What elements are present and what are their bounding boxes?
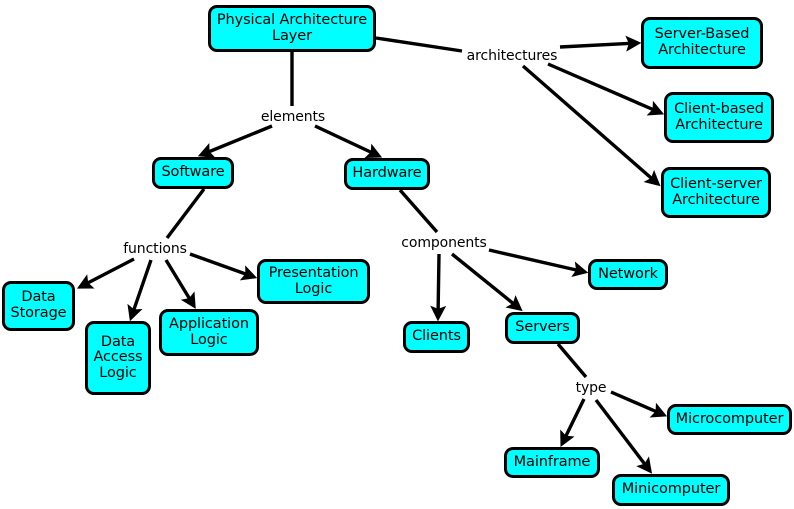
edge-label-elements: elements xyxy=(260,109,326,125)
edge-elements-to-software xyxy=(197,124,273,158)
node-hardware[interactable]: Hardware xyxy=(344,158,430,190)
node-data-storage[interactable]: Data Storage xyxy=(2,281,75,331)
edge-architectures-to-server-based xyxy=(559,35,642,52)
edge-type-to-microcomputer xyxy=(610,390,668,418)
edge-software-to-functions xyxy=(165,187,206,240)
node-data-access-logic[interactable]: Data Access Logic xyxy=(85,321,151,395)
edge-functions-to-data-storage xyxy=(76,257,135,289)
edge-servers-to-type xyxy=(556,342,588,379)
edge-functions-to-presentation xyxy=(189,252,258,281)
node-application-logic[interactable]: Application Logic xyxy=(159,309,259,356)
node-server-based-architecture[interactable]: Server-Based Architecture xyxy=(641,17,763,69)
edge-label-type: type xyxy=(575,380,607,396)
node-network[interactable]: Network xyxy=(588,259,668,290)
edge-type-to-mainframe xyxy=(560,398,586,448)
node-microcomputer[interactable]: Microcomputer xyxy=(667,404,792,435)
edge-layer-to-architectures xyxy=(375,36,463,53)
edge-label-components: components xyxy=(401,235,487,251)
edge-label-architectures: architectures xyxy=(466,48,558,64)
edge-hardware-to-components xyxy=(398,188,439,234)
edge-label-functions: functions xyxy=(123,241,187,257)
edge-architectures-to-client-based xyxy=(547,62,665,116)
node-presentation-logic[interactable]: Presentation Logic xyxy=(257,259,370,304)
node-mainframe[interactable]: Mainframe xyxy=(504,447,600,478)
node-servers[interactable]: Servers xyxy=(505,312,580,344)
node-physical-architecture-layer[interactable]: Physical Architecture Layer xyxy=(208,5,376,52)
edge-functions-to-data-access xyxy=(127,259,153,322)
edge-components-to-servers xyxy=(450,252,523,312)
edge-components-to-network xyxy=(488,248,589,278)
edge-components-to-clients xyxy=(430,253,447,322)
edge-functions-to-application xyxy=(164,259,196,309)
node-software[interactable]: Software xyxy=(152,157,234,189)
node-client-server-architecture[interactable]: Client-server Architecture xyxy=(661,167,771,218)
edge-type-to-minicomputer xyxy=(594,398,653,474)
node-client-based-architecture[interactable]: Client-based Architecture xyxy=(664,92,774,143)
edge-architectures-to-client-server xyxy=(521,64,661,187)
edge-elements-to-hardware xyxy=(314,124,383,159)
node-minicomputer[interactable]: Minicomputer xyxy=(612,474,730,506)
node-clients[interactable]: Clients xyxy=(403,321,470,353)
